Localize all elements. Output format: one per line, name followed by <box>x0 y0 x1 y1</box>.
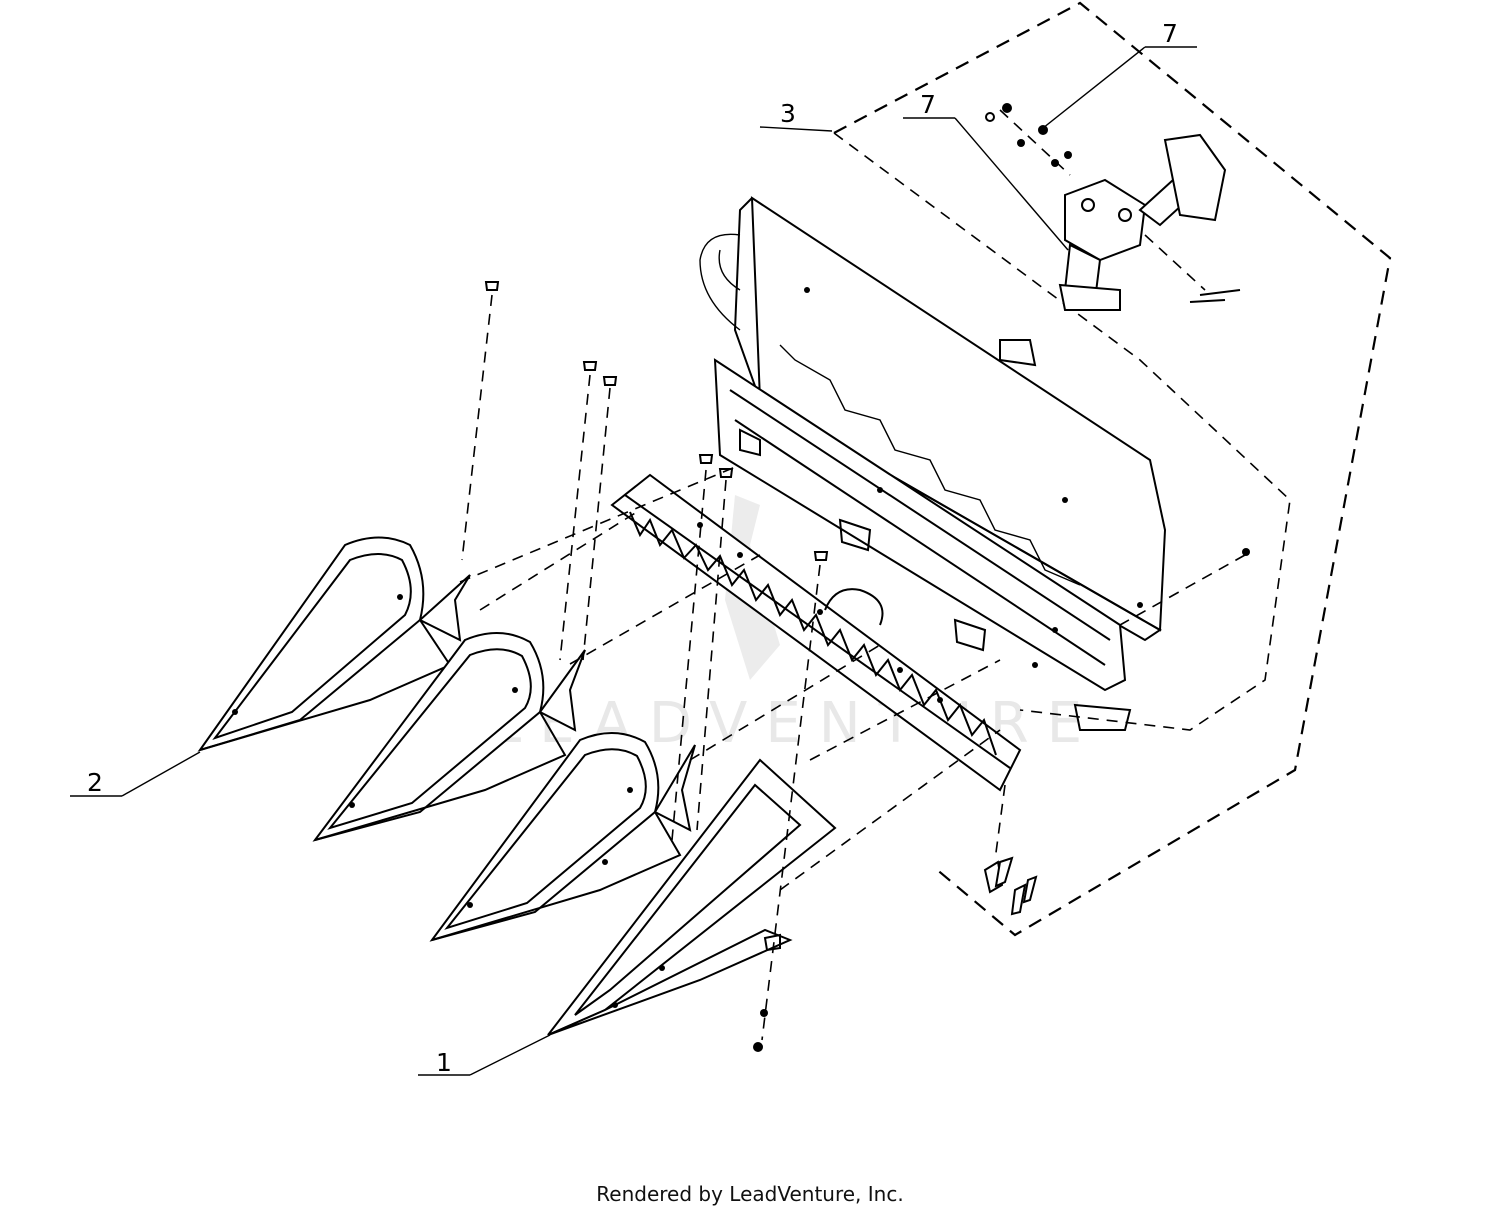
gearbox-assembly <box>985 103 1241 311</box>
assembly-boundary <box>833 1 1392 937</box>
callout-3: 3 <box>759 99 833 132</box>
fasteners <box>461 281 1250 1052</box>
end-divider <box>547 758 837 1036</box>
crop-divider-3 <box>429 731 696 942</box>
crop-divider-2 <box>312 631 586 842</box>
auger-trough <box>713 339 1132 731</box>
callout-1-label: 1 <box>436 1048 452 1077</box>
callout-7a: 7 <box>1042 19 1197 129</box>
callout-7b: 7 <box>903 90 1069 251</box>
footer-credit: Rendered by LeadVenture, Inc. <box>596 1182 904 1206</box>
crop-divider-1 <box>197 536 471 752</box>
callout-7a-label: 7 <box>1162 19 1178 48</box>
callout-1: 1 <box>418 1034 551 1077</box>
callout-2-label: 2 <box>87 768 103 797</box>
callout-7b-label: 7 <box>920 90 936 119</box>
callout-2: 2 <box>70 751 201 797</box>
callout-3-label: 3 <box>780 99 796 128</box>
assembly-lines <box>459 464 1001 891</box>
cutter-bar <box>610 473 1022 792</box>
